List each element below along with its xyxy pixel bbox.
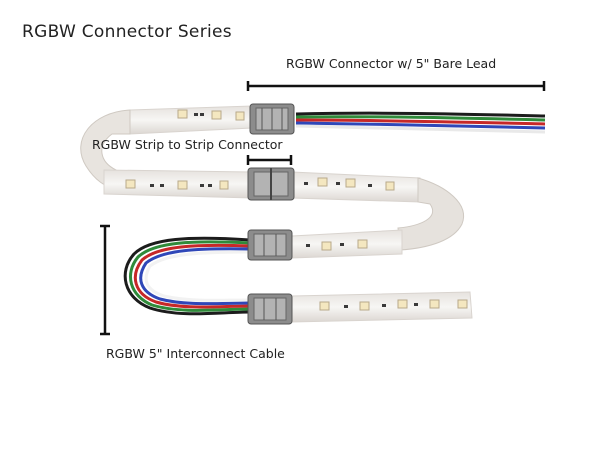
interconnect-cable: [123, 236, 251, 316]
connector-top: [249, 103, 295, 135]
bare-lead-dimension-line: [246, 81, 546, 91]
bare-lead-wires: [295, 111, 546, 134]
strip-to-strip-label: RGBW Strip to Strip Connector: [92, 137, 283, 152]
bare-lead-label: RGBW Connector w/ 5" Bare Lead: [286, 56, 497, 71]
page-title: RGBW Connector Series: [22, 22, 232, 42]
interconnect-cable-label: RGBW 5" Interconnect Cable: [106, 346, 285, 361]
connector-bottom: [247, 293, 293, 325]
led-chips: [125, 109, 468, 311]
strip-connector-dimension-line: [246, 155, 293, 165]
connector-lower: [247, 229, 293, 261]
interconnect-dimension-line: [100, 224, 110, 336]
connector-middle: [247, 167, 295, 201]
